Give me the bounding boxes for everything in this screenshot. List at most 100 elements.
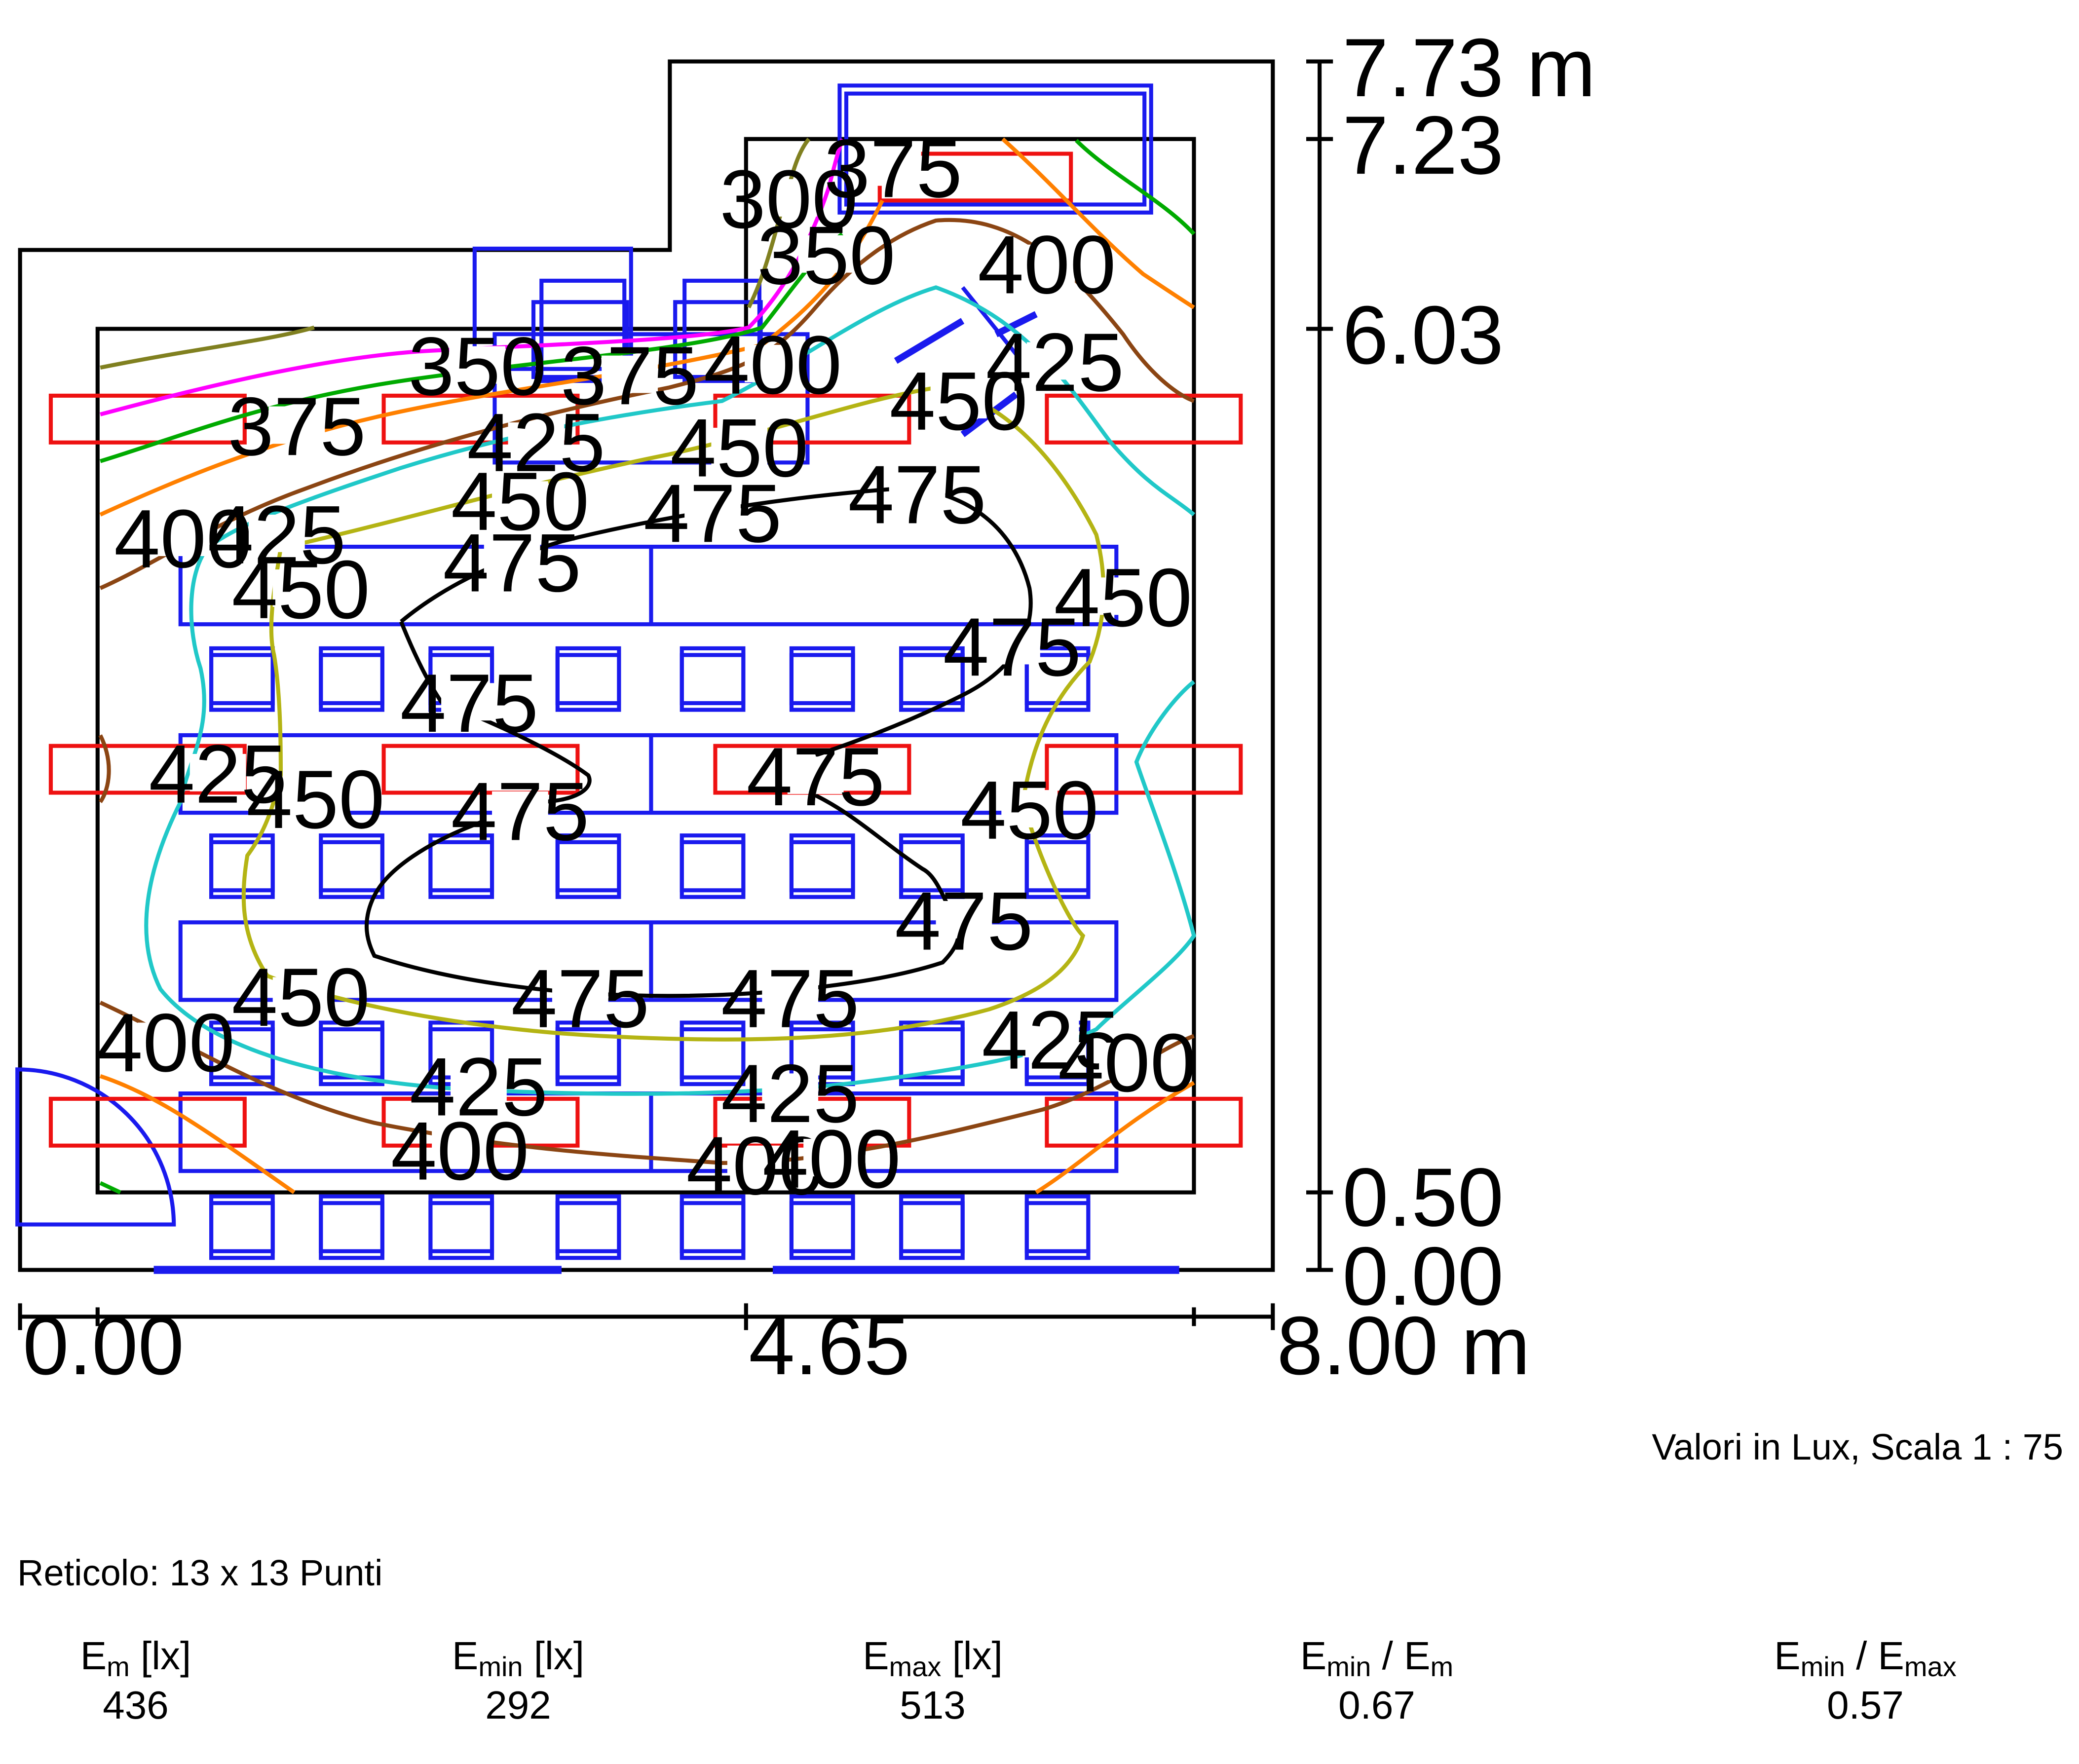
- chair-inner: [789, 840, 855, 893]
- contour-label-text: 450: [231, 543, 370, 636]
- contour-label-bg: [684, 493, 741, 531]
- seat: [673, 300, 763, 379]
- contour-label-text: 475: [721, 952, 859, 1045]
- luminaire: [48, 1096, 247, 1148]
- contour-label-bg: [432, 1130, 488, 1168]
- table: [178, 733, 1119, 815]
- contour-label: 400: [1058, 1016, 1196, 1109]
- contour-label: 350: [408, 320, 546, 413]
- contour-label-text: 450: [670, 402, 808, 494]
- contour-label-text: 425: [982, 994, 1120, 1087]
- furniture: [15, 83, 1179, 1274]
- chair-inner: [899, 1201, 965, 1253]
- contour-label-bg: [492, 481, 548, 519]
- chair-inner: [555, 1027, 621, 1080]
- contour-label: 400: [391, 1105, 529, 1198]
- contour-label-text: 400: [97, 996, 235, 1089]
- contour-label-bg: [272, 569, 329, 607]
- contour-label-bg: [984, 627, 1040, 665]
- contour-label-text: 475: [443, 517, 581, 609]
- contour-label: 400: [978, 218, 1116, 311]
- chair-inner: [555, 840, 621, 893]
- contour-label-bg: [268, 406, 325, 444]
- contour-label-text: 450: [451, 455, 589, 548]
- chair: [680, 833, 746, 899]
- contour-label: 450: [960, 764, 1098, 857]
- contour-label-bg: [930, 381, 987, 418]
- stat-value: 292: [485, 1683, 551, 1727]
- contour-label-text: 350: [408, 320, 546, 413]
- chair-inner: [428, 1201, 494, 1253]
- isoline-375: [99, 137, 1195, 1194]
- contour-label-text: 400: [978, 218, 1116, 311]
- chair: [789, 646, 855, 712]
- chair-inner: [319, 840, 384, 893]
- stat-header: Emax [lx]: [863, 1634, 1003, 1682]
- contour-label-text: 425: [208, 488, 346, 581]
- stat-header: Em [lx]: [80, 1634, 191, 1682]
- contour-label: 450: [451, 455, 589, 548]
- stat-value: 0.57: [1827, 1683, 1904, 1727]
- chair: [899, 1194, 965, 1260]
- chair-inner: [789, 1201, 855, 1253]
- contour-label-bg: [1019, 244, 1075, 282]
- x-tick-label: 8.00 m: [1277, 1299, 1530, 1392]
- contour-label: 450: [231, 543, 370, 636]
- stat-value: 513: [900, 1683, 966, 1727]
- contour-label-bg: [508, 422, 565, 460]
- contour-label: 400: [704, 319, 842, 412]
- contour-label-bg: [889, 474, 945, 512]
- chair: [1024, 1194, 1091, 1260]
- contour-label: 475: [848, 448, 986, 541]
- contour-label-text: 475: [643, 467, 782, 560]
- contour-label-bg: [492, 791, 548, 829]
- contour-label-bg: [1099, 1043, 1155, 1080]
- contour-label: 425: [467, 396, 605, 489]
- contour-label-text: 475: [451, 765, 589, 858]
- isoline-475-top: [399, 486, 1033, 804]
- contour-label-bg: [760, 179, 817, 217]
- contour-label: 475: [643, 467, 782, 560]
- chair-inner: [789, 1027, 855, 1080]
- chair-inner: [555, 653, 621, 706]
- contour-label: 475: [895, 875, 1033, 968]
- contour-label-bg: [1095, 577, 1151, 615]
- chair-inner: [428, 840, 494, 893]
- contour-label-bg: [602, 355, 658, 393]
- y-tick-label: 7.23: [1342, 99, 1504, 191]
- contour-label-text: 475: [747, 730, 885, 823]
- contour-label-bg: [138, 1022, 194, 1060]
- chair: [209, 646, 275, 712]
- contour-label-text: 425: [986, 316, 1124, 409]
- contour-label: 400: [686, 1119, 825, 1212]
- contour-label-bg: [1022, 1020, 1079, 1057]
- stat-emin: Emin [lx] 292: [390, 1633, 646, 1728]
- chair-inner: [899, 653, 965, 706]
- y-tick-label: 7.73 m: [1342, 21, 1596, 114]
- chair: [789, 833, 855, 899]
- stair-box: [472, 246, 633, 371]
- contour-label-bg: [936, 901, 992, 938]
- scale-labels: 0.00 4.65 8.00 m 7.73 m 7.23 6.03 0.50 0…: [23, 21, 1596, 1392]
- contour-label: 300: [719, 153, 858, 246]
- contour-label-text: 425: [721, 1047, 859, 1140]
- isoline-475-bottom: [364, 793, 961, 998]
- contour-label-text: 400: [1058, 1016, 1196, 1109]
- contour-label-bg: [762, 978, 819, 1016]
- isolines: [98, 137, 1196, 1195]
- contour-label-text: 450: [246, 753, 384, 846]
- contour-label: 425: [982, 994, 1120, 1087]
- grid-note: Reticolo: 13 x 13 Punti: [17, 1552, 383, 1593]
- contour-label-text: 375: [227, 380, 366, 473]
- contour-label: 450: [246, 753, 384, 846]
- stat-value: 0.67: [1338, 1683, 1415, 1727]
- contour-label: 475: [721, 952, 859, 1045]
- contour-label-text: 450: [231, 951, 370, 1044]
- contour-label-text: 350: [757, 209, 895, 301]
- contour-label-bg: [552, 978, 608, 1016]
- chair-inner: [899, 1027, 965, 1080]
- chair-inner: [680, 1027, 746, 1080]
- contour-label-text: 400: [114, 492, 252, 585]
- y-tick-label: 6.03: [1342, 289, 1504, 381]
- contour-label-text: 450: [960, 764, 1098, 857]
